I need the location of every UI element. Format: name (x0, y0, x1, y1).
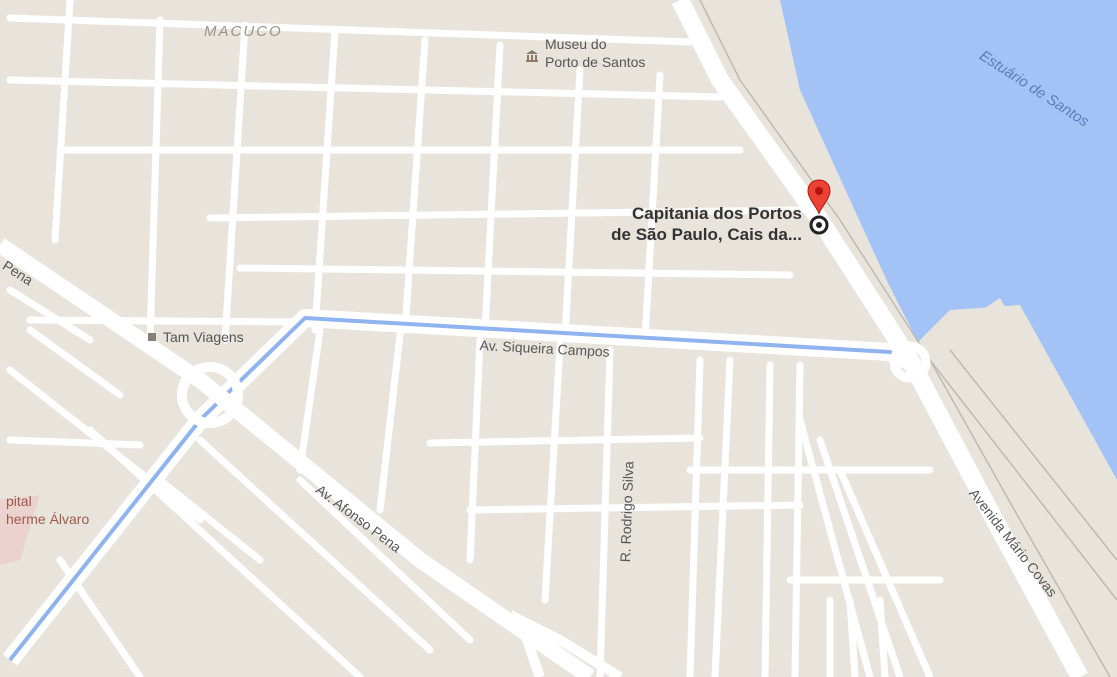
estuary-water (780, 0, 1117, 480)
hospital-label-line2: herme Álvaro (6, 511, 90, 527)
selected-place-line1: Capitania dos Portos (631, 204, 802, 223)
museum-label-line2: Porto de Santos (545, 54, 646, 70)
selected-place-marker[interactable] (804, 178, 834, 238)
map-pin-icon (807, 179, 831, 235)
museum-icon (526, 50, 538, 62)
tam-viagens-label: Tam Viagens (163, 329, 244, 345)
district-label: MACUCO (204, 23, 283, 40)
roundabout-right (889, 341, 931, 383)
hospital-label-line1: pital (6, 493, 32, 509)
selected-place-label[interactable]: Capitania dos Portos de São Paulo, Cais … (578, 203, 802, 245)
street-label-rodrigo-silva: R. Rodrigo Silva (617, 460, 637, 563)
square-poi-icon (148, 333, 156, 341)
mario-covas-avenue (671, 0, 1088, 677)
roundabout-left (177, 362, 243, 428)
pier (930, 298, 1117, 677)
afonso-pena-avenue (0, 238, 595, 677)
selected-place-line2: de São Paulo, Cais da... (611, 225, 802, 244)
street-grid (6, 0, 944, 677)
hospital-area (0, 495, 40, 565)
museum-label-line1: Museu do (545, 36, 607, 52)
